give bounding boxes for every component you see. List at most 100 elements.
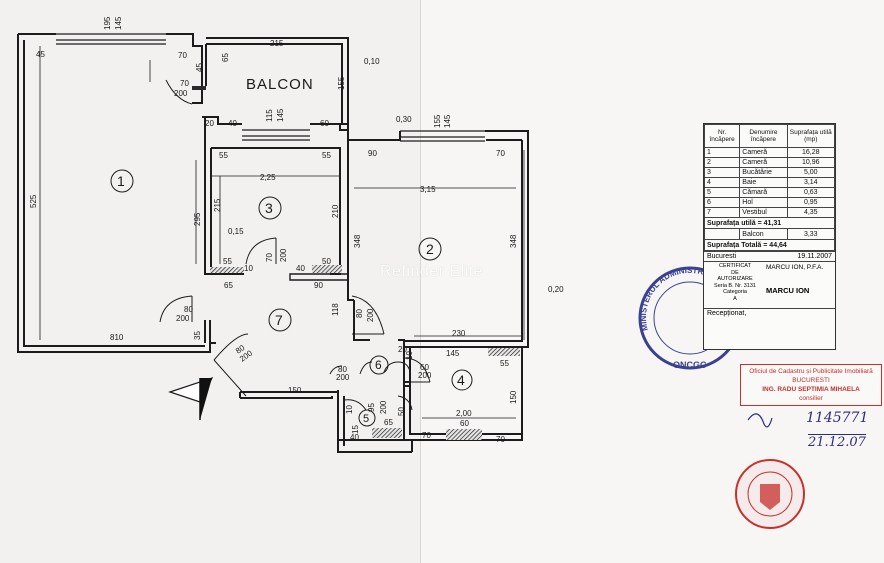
dim-label: 40: [350, 433, 359, 442]
dim-label: 65: [224, 281, 233, 290]
dim-label: 200: [174, 89, 188, 98]
dim-label: 80: [338, 365, 347, 374]
place-text: Bucuresti: [707, 253, 737, 260]
cell-nr: 2: [703, 157, 741, 168]
cell-area: 0,63: [786, 187, 836, 198]
dim-label: 118: [331, 303, 340, 316]
dim-label: 60: [320, 119, 329, 128]
dim-label: 35: [193, 331, 202, 340]
dimension-lines: [39, 46, 525, 419]
dim-label: 80: [355, 309, 364, 318]
stamp-line: Oficiul de Cadastru și Publicitate Imobi…: [749, 368, 873, 375]
cell-area: 3,14: [786, 177, 836, 188]
dim-label: 10: [345, 405, 354, 414]
dim-label: 215: [270, 39, 284, 48]
room-circles: [110, 169, 473, 427]
dim-label: 45: [36, 50, 45, 59]
table-header: Denumire încăpere: [739, 124, 788, 148]
dim-label: 200: [379, 400, 388, 414]
dim-label: 55: [219, 151, 228, 160]
dim-label: 2,00: [456, 409, 472, 418]
wall-hatches: [192, 86, 520, 440]
stamp-line: ING. RADU SEPTIMIA MIHAELA: [762, 386, 860, 393]
red-round-seal: [735, 459, 805, 529]
paper-left-panel: [0, 0, 420, 563]
dim-label: 150: [288, 386, 302, 395]
dim-label: 145: [114, 16, 123, 30]
dim-label: 150: [509, 390, 518, 404]
dim-label: 90: [368, 149, 377, 158]
dim-label: 210: [331, 204, 340, 218]
cell-name: Hol: [739, 197, 788, 208]
table-header: Suprafața utilă (mp): [786, 124, 836, 148]
room-number-7: 7: [275, 312, 283, 328]
dim-label: 0,10: [364, 57, 380, 66]
dim-label: 40: [296, 264, 305, 273]
dim-label: 70: [180, 79, 189, 88]
cell-name: Baie: [739, 177, 788, 188]
walls: [17, 33, 529, 453]
dim-label: 65: [384, 418, 393, 427]
dim-label: 40: [228, 119, 237, 128]
grand-total-area: Suprafața Totală = 44,64: [704, 239, 835, 251]
dim-label: 2,25: [260, 173, 276, 182]
cell-name: Cameră: [739, 157, 788, 168]
dim-label: 525: [29, 194, 38, 208]
person-name: MARCU ION: [766, 286, 810, 295]
dim-label: 55: [500, 359, 509, 368]
cell-nr: 5: [703, 187, 741, 198]
dim-label: 200: [336, 373, 350, 382]
received-label: Recepționat,: [704, 308, 835, 349]
dim-label: 70: [496, 435, 505, 444]
dim-label: 200: [279, 248, 288, 262]
area-table-grid: Nr. încăpere Denumire încăpere Suprafața…: [703, 124, 836, 251]
dim-label: 20: [205, 119, 214, 128]
dim-label: 45: [195, 63, 204, 72]
dim-label: 55: [322, 151, 331, 160]
dim-label: 50: [397, 407, 406, 416]
dim-label: 10: [405, 351, 414, 360]
dim-label: 348: [353, 234, 362, 248]
dim-label: 200: [418, 371, 432, 380]
cell-nr: 1: [703, 147, 741, 158]
cell-name: Vestibul: [739, 207, 788, 218]
room-number-2: 2: [426, 241, 434, 257]
dim-label: 215: [213, 198, 222, 212]
dim-label: 0,15: [228, 227, 244, 236]
paper-fold-line: [420, 0, 421, 563]
cell-area: 4,35: [786, 207, 836, 218]
firm-block: MARCU ION, P.F.A. MARCU ION: [766, 263, 823, 307]
firm-name: MARCU ION, P.F.A.: [766, 264, 824, 271]
dim-label: 55: [223, 257, 232, 266]
stamp-line: consilier: [799, 395, 823, 402]
dim-label: 348: [509, 234, 518, 248]
dim-label: 90: [314, 281, 323, 290]
cell-area: 0,95: [786, 197, 836, 208]
cell-nr: 7: [703, 207, 741, 218]
dim-label: 115: [265, 109, 274, 122]
balcony-label: BALCON: [246, 76, 314, 93]
dim-label: 20: [398, 345, 407, 354]
dim-label: 0,30: [396, 115, 412, 124]
cell-name: Bucătărie: [739, 167, 788, 178]
watermark-text: Refinder Elite: [380, 263, 484, 280]
signature-scribble: [747, 413, 773, 428]
dim-label: 230: [452, 329, 466, 338]
handwritten-number: 1145771: [806, 410, 869, 426]
dim-label: 70: [422, 431, 431, 440]
dim-label: 50: [322, 257, 331, 266]
room-number-5: 5: [363, 413, 369, 425]
room-number-1: 1: [117, 173, 125, 189]
dim-label: 200: [176, 314, 190, 323]
dim-label: 155: [337, 76, 346, 90]
handwritten-date: 21.12.07: [808, 434, 866, 450]
dim-label: 70: [178, 51, 187, 60]
useful-area-total: Suprafața utilă = 41,31: [704, 217, 835, 229]
date-text: 19.11.2007: [797, 253, 832, 260]
dim-label: 10: [244, 264, 253, 273]
room-number-4: 4: [457, 372, 465, 388]
